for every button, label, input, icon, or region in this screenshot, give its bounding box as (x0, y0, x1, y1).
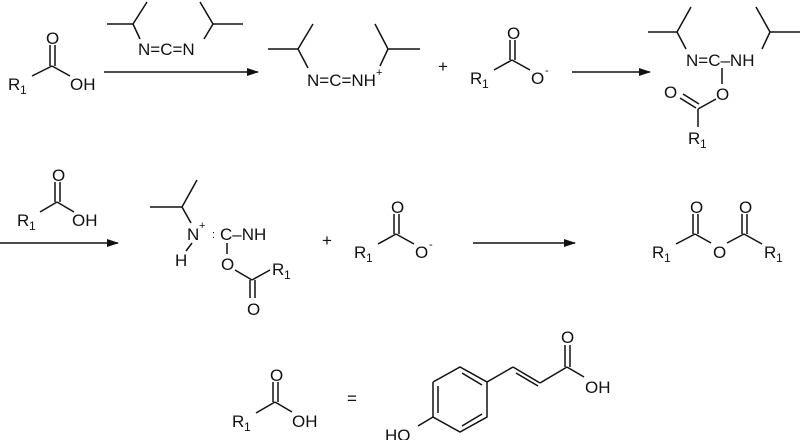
subscript: 1 (29, 219, 36, 233)
atom-r: R (354, 243, 366, 262)
generic-acid-definition: O R 1 OH (232, 366, 318, 434)
carbodiimide-label: N=C=N (138, 40, 195, 59)
subscript: 1 (20, 83, 27, 97)
atom-r: R (272, 260, 284, 279)
atom-o: O (531, 69, 544, 88)
atom-o: O (739, 198, 752, 217)
atom-o: O (690, 198, 703, 217)
subscript: 1 (366, 251, 373, 265)
atom-n: N (187, 225, 199, 244)
atom-o: O (507, 24, 520, 43)
subscript: 1 (664, 251, 671, 265)
plus-sign: + (438, 57, 448, 76)
o-acylisourea: N=C–NH O O R 1 (648, 6, 800, 151)
p-coumaric-acid: HO O OH (385, 328, 611, 440)
atom-o: O (561, 328, 574, 347)
subscript: 1 (284, 268, 291, 282)
atom-o: O (664, 83, 677, 102)
atom-o: O (46, 29, 59, 48)
atom-o: O (52, 166, 65, 185)
subscript: 1 (244, 420, 251, 434)
atom-oh: OH (72, 211, 98, 230)
atom-o: O (713, 243, 726, 262)
atom-ho: HO (385, 426, 411, 440)
plus-sign: + (322, 231, 332, 250)
atom-r: R (688, 129, 700, 148)
subscript: 1 (482, 77, 489, 91)
colon: : (212, 229, 215, 241)
negative-charge: - (545, 65, 549, 77)
anhydride-product: O O O R 1 R 1 (652, 198, 783, 265)
atom-oh: OH (585, 378, 611, 397)
equals-sign: = (347, 389, 357, 408)
subscript: 1 (776, 251, 783, 265)
negative-charge: - (429, 239, 433, 251)
atom-o: O (270, 366, 283, 385)
protonated-intermediate: N + : C–NH H O O R 1 (150, 179, 291, 319)
positive-charge: + (199, 220, 205, 232)
atom-r: R (8, 75, 20, 94)
atom-o: O (391, 198, 404, 217)
diisopropylcarbodiimide-reagent: N=C=N (107, 1, 243, 59)
carboxylic-acid-reagent: O R 1 OH (17, 166, 98, 233)
subscript: 1 (700, 137, 707, 151)
atom-r: R (652, 243, 664, 262)
c-nh-label: C–NH (220, 225, 266, 244)
atom-h: H (175, 251, 187, 270)
atom-r: R (17, 211, 29, 230)
atom-o: O (716, 85, 729, 104)
atom-oh: OH (292, 412, 318, 431)
carboxylate-anion-1: O R 1 O - (470, 24, 549, 91)
atom-r: R (764, 243, 776, 262)
atom-r: R (470, 69, 482, 88)
atom-r: R (232, 412, 244, 431)
atom-o: O (247, 300, 260, 319)
protonated-carbodiimide: N=C=NH + (268, 23, 420, 90)
atom-oh: OH (70, 75, 96, 94)
protonated-carbodiimide-label: N=C=NH (307, 71, 376, 90)
atom-o: O (415, 243, 428, 262)
positive-charge: + (376, 67, 382, 79)
isourea-label: N=C–NH (686, 51, 755, 70)
atom-o: O (221, 255, 234, 274)
carboxylic-acid-reactant: O R 1 OH (8, 29, 96, 97)
carboxylate-anion-2: O R 1 O - (354, 198, 433, 265)
